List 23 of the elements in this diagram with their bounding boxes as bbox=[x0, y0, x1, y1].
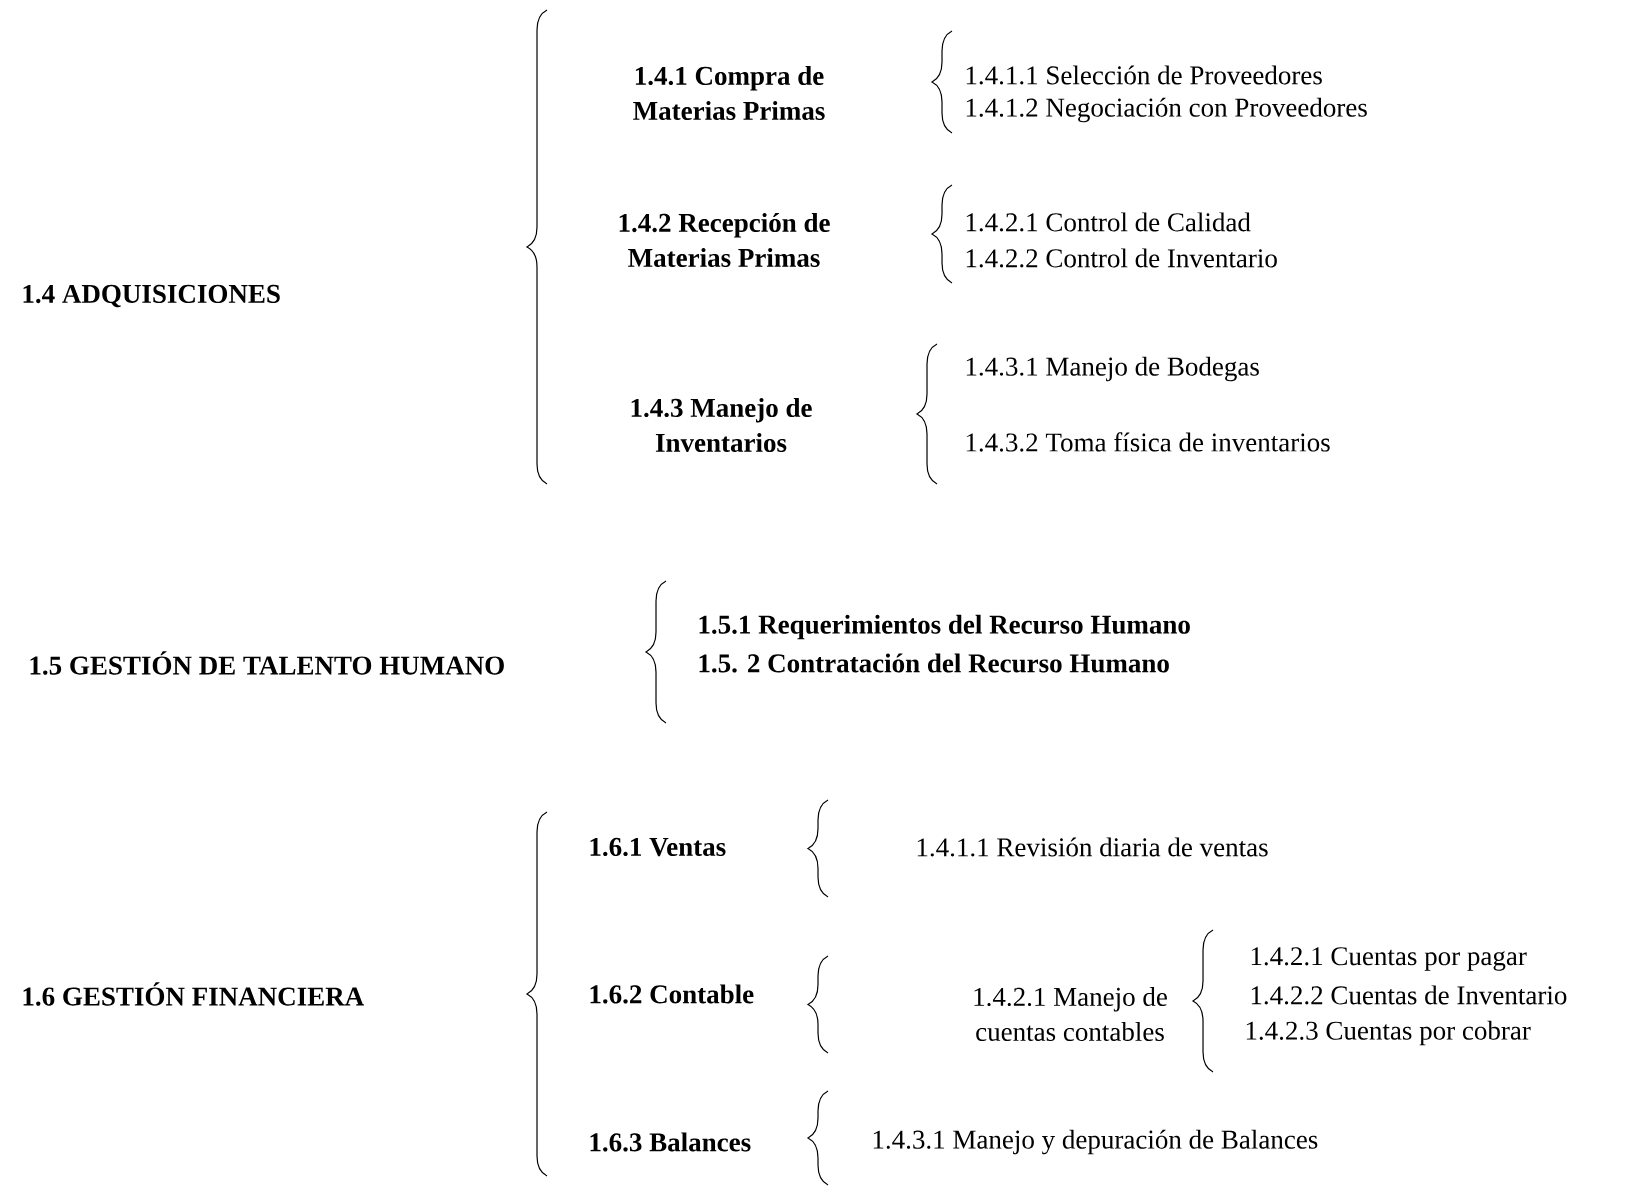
heading-text: 1.4.2 Recepción de Materias Primas bbox=[619, 213, 830, 267]
heading-text: 1.6.2 Contable bbox=[590, 984, 754, 1004]
item-text: 1.4.3.2 Toma física de inventarios bbox=[966, 432, 1330, 452]
heading-text: 1.6.3 Balances bbox=[590, 1132, 751, 1152]
item-text: 1.4.3.1 Manejo de Bodegas bbox=[966, 356, 1259, 382]
item-text: 1.4.1.1 Selección de Proveedores bbox=[966, 65, 1322, 85]
item-text: 1.4.2.3 Cuentas por cobrar bbox=[1246, 1020, 1531, 1046]
item-text: 1.4.2.2 Cuentas de Inventario bbox=[1251, 985, 1567, 1005]
heading-text: 1.6.1 Ventas bbox=[590, 837, 726, 857]
heading-text: 1.4.3 Manejo de Inventarios bbox=[631, 398, 812, 452]
item-text: 1.4.2.1 Control de Calidad bbox=[966, 212, 1251, 232]
item-text: 1.4.2.1 Cuentas por pagar bbox=[1251, 947, 1527, 971]
heading-text: 1.6 GESTIÓN FINANCIERA bbox=[23, 982, 364, 1006]
heading-text: 1.5.1 Requerimientos del Recurso Humano bbox=[699, 614, 1190, 640]
item-text: 1.4.2.1 Manejo de cuentas contables bbox=[974, 987, 1167, 1041]
heading-text: 1.5. 2 Contratación del Recurso Humano bbox=[699, 653, 1169, 673]
heading-text: 1.5 GESTIÓN DE TALENTO HUMANO bbox=[30, 651, 504, 675]
heading-text: 1.4 ADQUISICIONES bbox=[23, 284, 280, 308]
heading-text: 1.4.1 Compra de Materias Primas bbox=[633, 66, 825, 120]
item-text: 1.4.1.2 Negociación con Proveedores bbox=[966, 97, 1367, 123]
item-text: 1.4.1.1 Revisión diaria de ventas bbox=[917, 837, 1268, 857]
item-text: 1.4.3.1 Manejo y depuración de Balances bbox=[873, 1129, 1318, 1155]
item-text: 1.4.2.2 Control de Inventario bbox=[966, 248, 1277, 268]
